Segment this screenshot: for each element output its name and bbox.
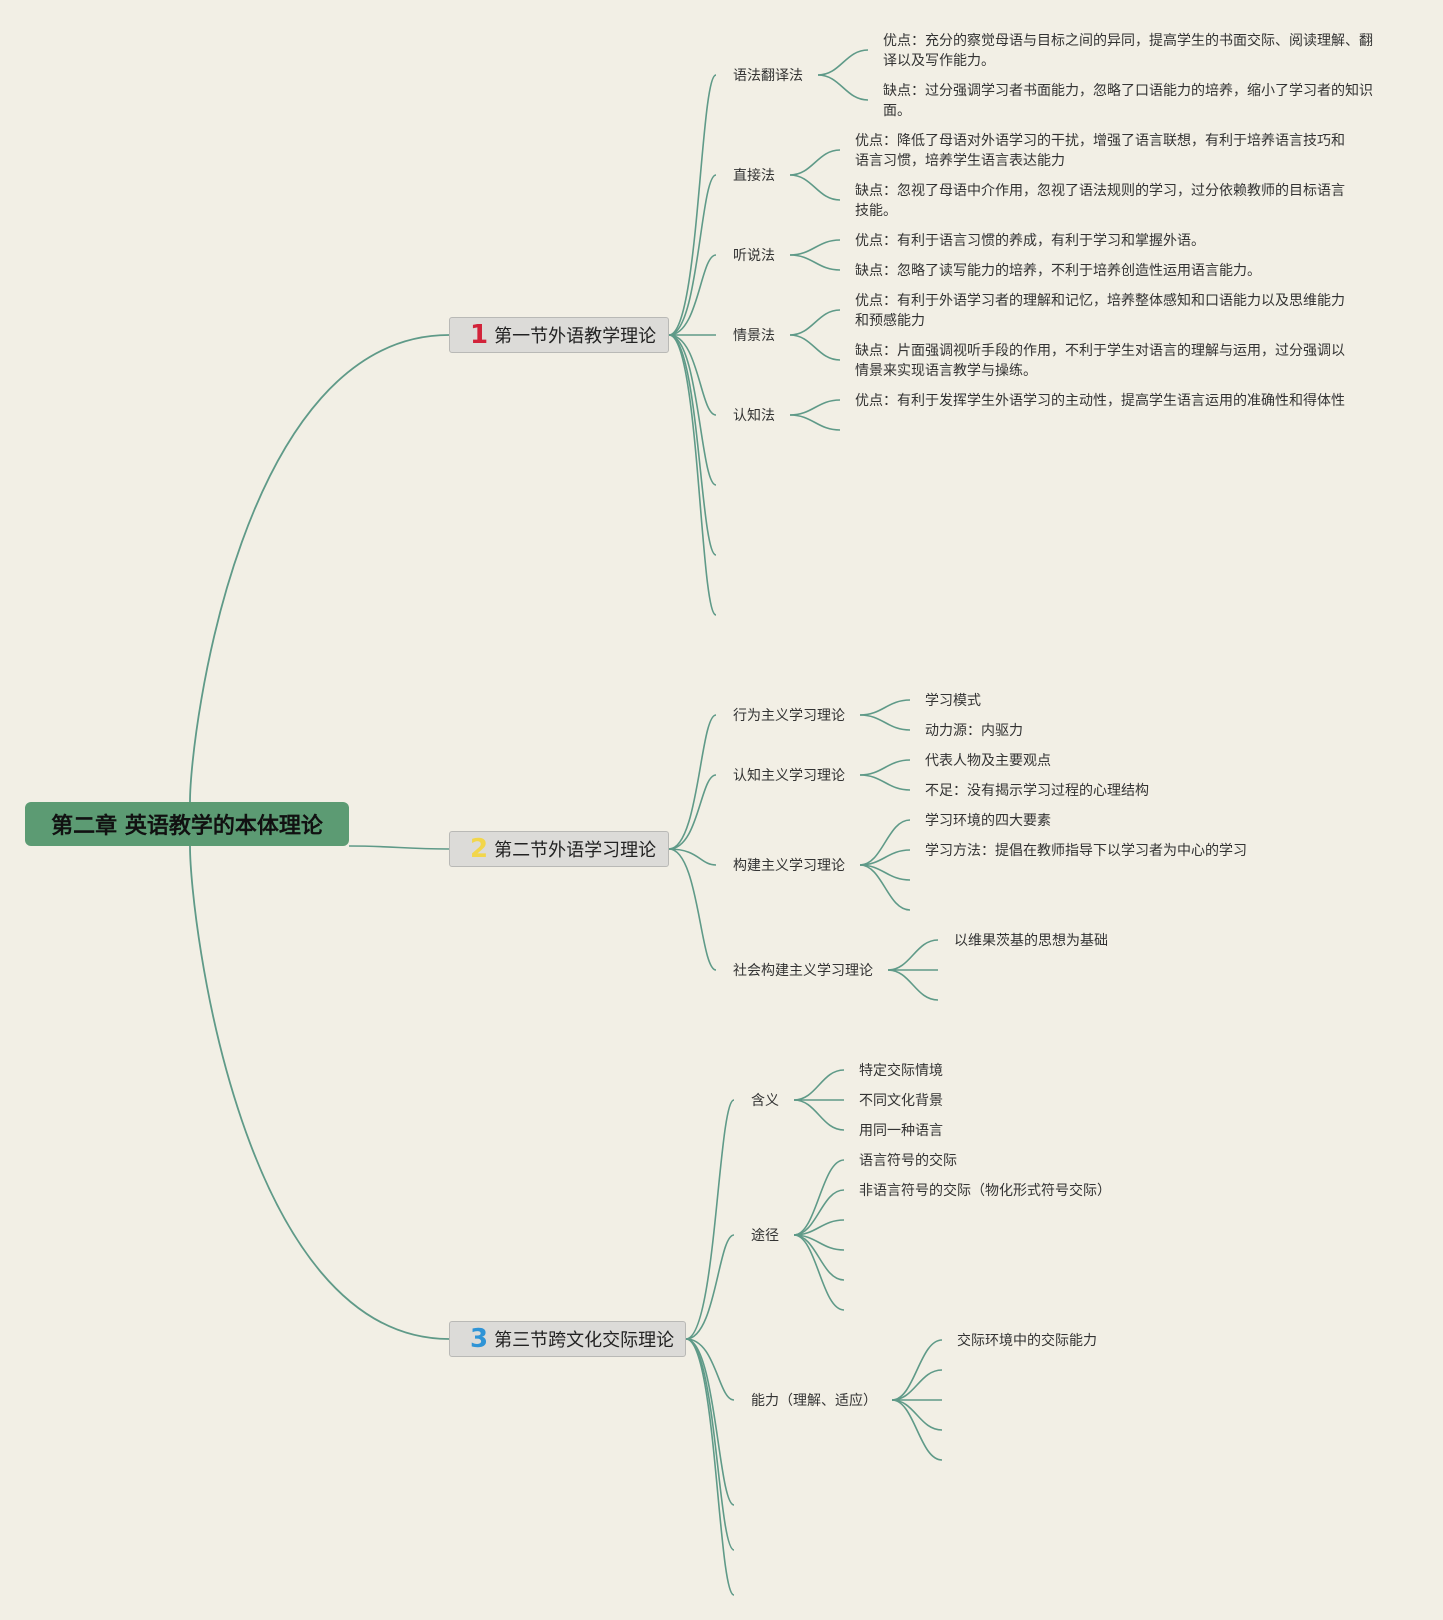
leaf-connector	[891, 1399, 943, 1461]
leaf-node[interactable]: 缺点：片面强调视听手段的作用，不利于学生对语言的理解与运用，过分强调以情景来实现…	[855, 343, 1345, 379]
section-connector	[685, 1338, 735, 1596]
section-connector	[685, 1338, 735, 1401]
section-connector	[668, 254, 717, 336]
topic-node[interactable]: 直接法	[733, 168, 775, 184]
leaf-connector	[789, 174, 841, 201]
root-connector	[189, 334, 450, 803]
topic-node[interactable]: 社会构建主义学习理论	[733, 963, 873, 979]
leaf-node[interactable]: 优点：有利于外语学习者的理解和记忆，培养整体感知和口语能力以及思维能力和预感能力	[855, 293, 1345, 329]
topic-node[interactable]: 语法翻译法	[733, 68, 803, 84]
section-connector	[668, 334, 717, 416]
leaf-node[interactable]: 动力源：内驱力	[925, 723, 1023, 739]
leaf-connector	[789, 399, 841, 416]
leaf-connector	[793, 1099, 845, 1131]
leaf-node[interactable]: 用同一种语言	[859, 1123, 943, 1139]
leaf-connector	[859, 864, 911, 911]
topic-node[interactable]: 认知法	[733, 408, 775, 424]
section-node-2[interactable]: 2 第二节外语学习理论	[449, 831, 669, 867]
section-node-3[interactable]: 3 第三节跨文化交际理论	[449, 1321, 686, 1357]
section-number-2: 2	[470, 834, 489, 864]
section-connector	[668, 334, 717, 556]
leaf-connector	[817, 49, 869, 76]
leaf-connector	[859, 819, 911, 866]
section-node-1[interactable]: 1 第一节外语教学理论	[449, 317, 669, 353]
leaf-connector	[891, 1399, 943, 1431]
section-connector	[685, 1234, 735, 1340]
leaf-connector	[793, 1069, 845, 1101]
leaf-connector	[817, 74, 869, 101]
leaf-node[interactable]: 不足：没有揭示学习过程的心理结构	[925, 783, 1149, 799]
leaf-node[interactable]: 语言符号的交际	[859, 1153, 957, 1169]
root-connector	[348, 845, 450, 850]
topic-node[interactable]: 能力（理解、适应）	[751, 1393, 877, 1409]
leaf-node[interactable]: 学习模式	[925, 693, 981, 709]
leaf-connector	[859, 759, 911, 776]
section-label-2: 第二节外语学习理论	[494, 840, 657, 861]
section-connector	[668, 334, 717, 486]
leaf-connector	[793, 1234, 845, 1311]
section-connector	[668, 848, 717, 866]
topic-node[interactable]: 构建主义学习理论	[733, 858, 845, 874]
leaf-connector	[859, 714, 911, 731]
topic-node[interactable]: 含义	[751, 1093, 779, 1109]
root-title: 第二章 英语教学的本体理论	[51, 814, 323, 839]
leaf-connector	[789, 414, 841, 431]
leaf-connector	[887, 939, 939, 971]
leaf-node[interactable]: 代表人物及主要观点	[925, 753, 1051, 769]
section-label-1: 第一节外语教学理论	[494, 326, 657, 347]
leaf-node[interactable]: 交际环境中的交际能力	[957, 1333, 1097, 1349]
leaf-node[interactable]: 学习环境的四大要素	[925, 813, 1051, 829]
leaf-node[interactable]: 学习方法：提倡在教师指导下以学习者为中心的学习	[925, 843, 1247, 859]
leaf-node[interactable]: 以维果茨基的思想为基础	[954, 933, 1108, 949]
section-connector	[685, 1338, 735, 1506]
leaf-node[interactable]: 优点：有利于语言习惯的养成，有利于学习和掌握外语。	[855, 233, 1205, 249]
section-connector	[668, 74, 717, 336]
leaf-node[interactable]: 不同文化背景	[859, 1093, 943, 1109]
leaf-connector	[789, 309, 841, 336]
section-connector	[668, 174, 717, 336]
section-connector	[685, 1338, 735, 1551]
root-node[interactable]: 第二章 英语教学的本体理论	[25, 802, 349, 846]
topic-node[interactable]: 认知主义学习理论	[733, 768, 845, 784]
topic-node[interactable]: 听说法	[733, 248, 775, 264]
leaf-connector	[789, 334, 841, 361]
leaf-node[interactable]: 特定交际情境	[859, 1063, 943, 1079]
leaf-connector	[789, 254, 841, 271]
leaf-connector	[789, 239, 841, 256]
leaf-connector	[859, 774, 911, 791]
leaf-node[interactable]: 优点：降低了母语对外语学习的干扰，增强了语言联想，有利于培养语言技巧和语言习惯，…	[855, 133, 1345, 169]
topic-node[interactable]: 行为主义学习理论	[733, 708, 845, 724]
section-connector	[668, 334, 717, 616]
topic-node[interactable]: 情景法	[733, 328, 775, 344]
leaf-node[interactable]: 缺点：忽视了母语中介作用，忽视了语法规则的学习，过分依赖教师的目标语言技能。	[855, 183, 1345, 219]
section-label-3: 第三节跨文化交际理论	[494, 1330, 675, 1351]
root-connector	[189, 845, 450, 1340]
section-connector	[685, 1099, 735, 1340]
leaf-node[interactable]: 缺点：过分强调学习者书面能力，忽略了口语能力的培养，缩小了学习者的知识面。	[883, 83, 1373, 119]
leaf-connector	[859, 699, 911, 716]
leaf-node[interactable]: 优点：有利于发挥学生外语学习的主动性，提高学生语言运用的准确性和得体性	[855, 393, 1345, 409]
leaf-connector	[891, 1369, 943, 1401]
leaf-connector	[793, 1159, 845, 1236]
section-connector	[668, 848, 717, 971]
leaf-connector	[887, 969, 939, 1001]
leaf-connector	[891, 1339, 943, 1401]
leaf-node[interactable]: 缺点：忽略了读写能力的培养，不利于培养创造性运用语言能力。	[855, 263, 1261, 279]
leaf-node[interactable]: 非语言符号的交际（物化形式符号交际）	[859, 1183, 1111, 1199]
topic-node[interactable]: 途径	[751, 1228, 779, 1244]
section-connector	[668, 714, 717, 850]
leaf-connector	[789, 149, 841, 176]
leaf-node[interactable]: 优点：充分的察觉母语与目标之间的异同，提高学生的书面交际、阅读理解、翻译以及写作…	[883, 33, 1373, 69]
section-number-1: 1	[470, 320, 489, 350]
leaf-connector	[793, 1189, 845, 1236]
section-number-3: 3	[470, 1324, 489, 1354]
section-connector	[668, 774, 717, 850]
